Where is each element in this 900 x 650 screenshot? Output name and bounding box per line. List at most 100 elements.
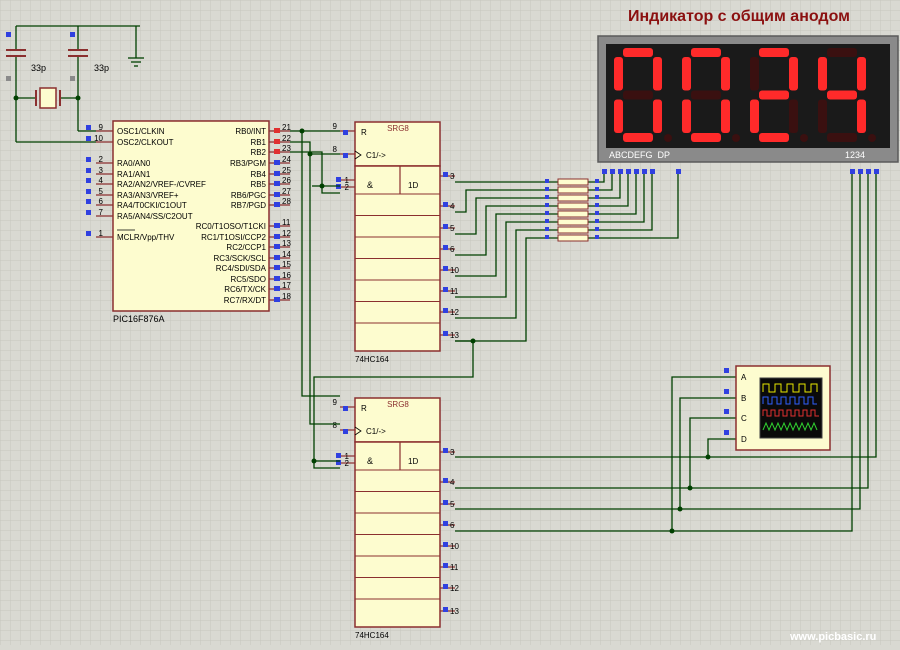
sr-pin-number: 11 bbox=[450, 287, 459, 296]
scope-trace-c bbox=[762, 409, 819, 417]
sr-pin-number: 2 bbox=[345, 459, 350, 468]
mcu-pin-label: RA3/AN3/VREF+ bbox=[117, 191, 179, 200]
sr-pin-number: 4 bbox=[450, 478, 455, 487]
mcu-pin-number: 3 bbox=[99, 166, 104, 175]
mcu-pin-number: 26 bbox=[282, 176, 291, 185]
sr-pin-number: 1 bbox=[345, 176, 350, 185]
sr-pin-number: 3 bbox=[450, 448, 455, 457]
display-digit bbox=[750, 48, 808, 142]
sr-pin-number: 5 bbox=[450, 500, 455, 509]
mcu-pin-left: 5 RA3/AN3/VREF+ bbox=[86, 187, 179, 200]
sr-clock-label: C1/-> bbox=[366, 427, 386, 436]
sr-pin-number: 1 bbox=[345, 452, 350, 461]
resistor bbox=[557, 226, 589, 234]
mcu-pin-number: 9 bbox=[99, 123, 104, 132]
mcu-pin-label: RB6/PGC bbox=[231, 191, 266, 200]
mcu-pin-number: 16 bbox=[282, 271, 291, 280]
mcu-pin-number: 15 bbox=[282, 260, 291, 269]
mcu-pin-label: RB1 bbox=[250, 138, 266, 147]
scope-trace-d bbox=[762, 421, 818, 432]
mcu-pin-left: 7 RA5/AN4/SS/C2OUT bbox=[86, 208, 193, 221]
crystal-oscillator bbox=[13, 87, 81, 109]
mcu-pin-label: RB0/INT bbox=[235, 127, 266, 136]
oscillator-circuit bbox=[15, 25, 144, 143]
mcu-pin-label: RB3/PGM bbox=[230, 159, 266, 168]
mcu-pin-number: 21 bbox=[282, 123, 291, 132]
mcu-pin-label: RC7/RX/DT bbox=[224, 296, 266, 305]
resistor-bank bbox=[545, 178, 599, 242]
sr-pin-number: 4 bbox=[450, 202, 455, 211]
sr-pin-number: 11 bbox=[450, 563, 459, 572]
sr-reset-label: R bbox=[361, 404, 367, 413]
sr-pin-number: 10 bbox=[450, 266, 459, 275]
mcu-pin-label: RC5/SDO bbox=[230, 275, 266, 284]
mcu-pin-label: RC0/T1OSO/T1CKI bbox=[196, 222, 266, 231]
mcu-pin-number: 4 bbox=[99, 176, 104, 185]
sr-and-label: & bbox=[367, 180, 373, 190]
mcu-pin-right: 22 RB1 bbox=[250, 134, 291, 147]
microcontroller-name: PIC16F876A bbox=[113, 314, 165, 324]
mcu-pin-right: 27 RB6/PGC bbox=[231, 187, 292, 200]
mcu-pin-label: RA5/AN4/SS/C2OUT bbox=[117, 212, 193, 221]
mcu-pin-number: 7 bbox=[99, 208, 104, 217]
sr-pin-number: 13 bbox=[450, 607, 459, 616]
mcu-pin-label: RA0/AN0 bbox=[117, 159, 151, 168]
mcu-pin-number: 22 bbox=[282, 134, 291, 143]
mcu-pin-label: RB7/PGD bbox=[231, 201, 266, 210]
mcu-pin-label: RA2/AN2/VREF-/CVREF bbox=[117, 180, 206, 189]
sr-data-label: 1D bbox=[408, 181, 418, 190]
mcu-pin-right: 16 RC5/SDO bbox=[230, 271, 291, 284]
sr-data-label: 1D bbox=[408, 457, 418, 466]
display-digit bbox=[818, 48, 876, 142]
capacitor-c2: 33p bbox=[68, 32, 109, 81]
mcu-pin-label: MCLR/Vpp/THV bbox=[117, 233, 175, 242]
segment-pin-label: ABCDEFG DP bbox=[609, 150, 670, 160]
resistor bbox=[557, 178, 589, 186]
sr-pin-number: 10 bbox=[450, 542, 459, 551]
capacitor-c1-label: 33p bbox=[31, 63, 46, 73]
resistor bbox=[557, 194, 589, 202]
wire-junctions bbox=[299, 128, 711, 534]
mcu-pin-right: 15 RC4/SDI/SDA bbox=[216, 260, 292, 273]
sr-and-label: & bbox=[367, 456, 373, 466]
mcu-pin-label: RC6/TX/CK bbox=[224, 285, 266, 294]
mcu-pin-label: RC4/SDI/SDA bbox=[216, 264, 267, 273]
mcu-pin-number: 23 bbox=[282, 144, 291, 153]
sr-pin-number: 13 bbox=[450, 331, 459, 340]
sr-pin-number: 6 bbox=[450, 245, 455, 254]
mcu-pin-number: 28 bbox=[282, 197, 291, 206]
capacitor-c1: 33p bbox=[6, 32, 46, 81]
mcu-pin-number: 11 bbox=[282, 218, 291, 227]
resistor bbox=[557, 218, 589, 226]
mcu-pin-number: 1 bbox=[99, 229, 104, 238]
resistor bbox=[557, 186, 589, 194]
mcu-pin-number: 27 bbox=[282, 187, 291, 196]
scope-channel-label: D bbox=[741, 435, 747, 444]
diagram-title: Индикатор с общим анодом bbox=[628, 8, 850, 25]
mcu-pin-number: 5 bbox=[99, 187, 104, 196]
mcu-pin-right: 11 RC0/T1OSO/T1CKI bbox=[196, 218, 291, 231]
wires bbox=[290, 130, 877, 532]
mcu-pin-number: 24 bbox=[282, 155, 291, 164]
mcu-pin-number: 10 bbox=[94, 134, 103, 143]
sr-pin-number: 8 bbox=[333, 421, 338, 430]
mcu-pin-label: OSC2/CLKOUT bbox=[117, 138, 174, 147]
mcu-pin-right: 21 RB0/INT bbox=[235, 123, 291, 136]
watermark: www.picbasic.ru bbox=[789, 631, 876, 643]
mcu-pin-number: 25 bbox=[282, 166, 291, 175]
mcu-pin-label: RC2/CCP1 bbox=[226, 243, 266, 252]
mcu-pin-label: RC1/T1OSI/CCP2 bbox=[201, 233, 266, 242]
scope-channel-label: C bbox=[741, 414, 747, 423]
display-digit bbox=[682, 48, 740, 142]
sr-pin-number: 5 bbox=[450, 224, 455, 233]
